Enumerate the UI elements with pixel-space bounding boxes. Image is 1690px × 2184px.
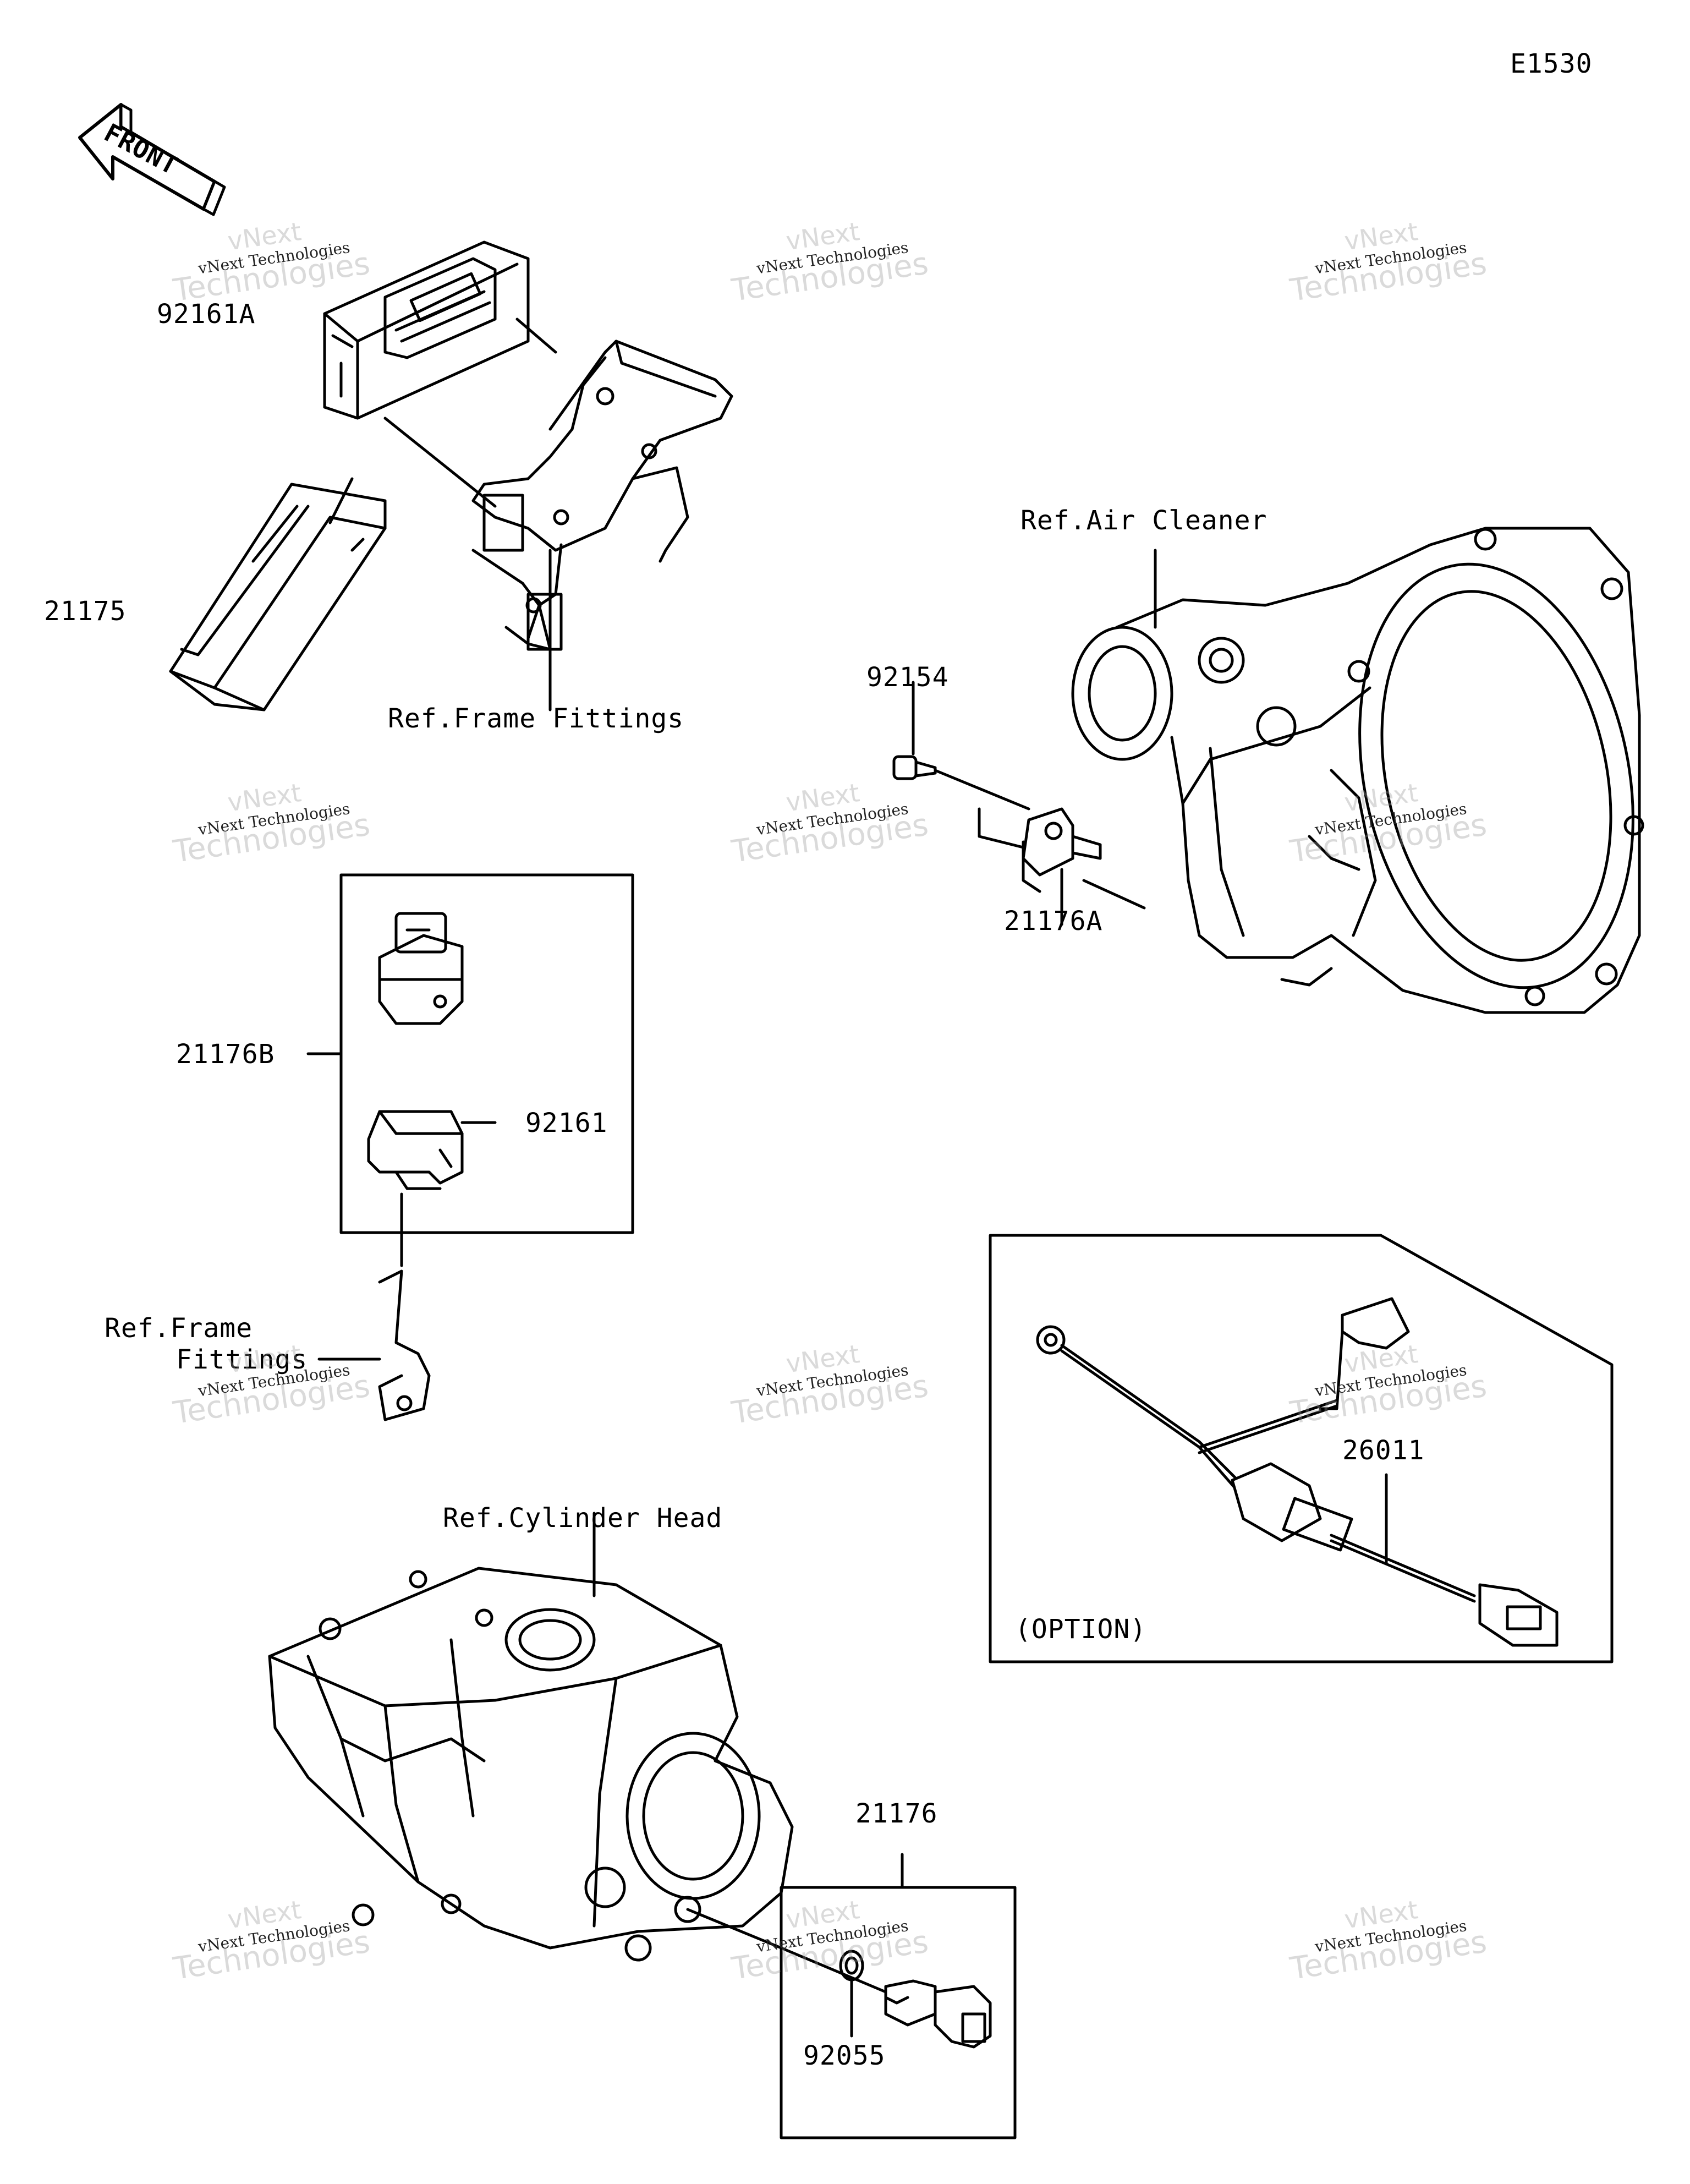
part-label-21175: 21175 bbox=[44, 596, 127, 627]
part-label-92161a: 92161A bbox=[157, 299, 256, 330]
screw-92154 bbox=[892, 681, 1030, 811]
part-label-21176: 21176 bbox=[855, 1798, 938, 1829]
part-box-21176b bbox=[339, 873, 634, 1234]
front-arrow-icon bbox=[78, 103, 226, 216]
air-cleaner-housing bbox=[1071, 527, 1644, 1014]
ref-frame-fittings-top-label: Ref.Frame Fittings bbox=[388, 703, 684, 734]
ref-cylinder-head-label: Ref.Cylinder Head bbox=[443, 1503, 723, 1534]
frame-fitting-tab bbox=[317, 1231, 431, 1421]
wiring-harness bbox=[1036, 1297, 1559, 1647]
ref-frame-label-line1: Ref.Frame bbox=[105, 1313, 253, 1344]
cylinder-head bbox=[268, 1512, 794, 1962]
water-temp-sensor bbox=[884, 1979, 992, 2049]
connector-cap bbox=[378, 912, 464, 1025]
ecu-rubber-cover bbox=[169, 483, 387, 711]
part-box-26011 bbox=[989, 1234, 1614, 1663]
intake-air-temp-sensor bbox=[978, 807, 1146, 926]
part-label-92055: 92055 bbox=[803, 2040, 886, 2071]
part-label-21176b: 21176B bbox=[176, 1039, 275, 1070]
frame-bracket-top bbox=[471, 340, 733, 711]
ref-air-cleaner-label: Ref.Air Cleaner bbox=[1020, 505, 1268, 536]
washer-92055 bbox=[839, 1950, 864, 2038]
diagram-code: E1530 bbox=[1510, 48, 1593, 79]
option-label: (OPTION) bbox=[1015, 1614, 1147, 1645]
ecu-unit bbox=[323, 240, 530, 420]
part-label-26011: 26011 bbox=[1342, 1435, 1425, 1466]
part-label-92161: 92161 bbox=[525, 1108, 608, 1138]
ref-frame-label-line2: Fittings bbox=[176, 1344, 308, 1375]
part-label-21176a: 21176A bbox=[1004, 906, 1103, 937]
part-label-92154: 92154 bbox=[866, 662, 949, 693]
part-box-21176 bbox=[780, 1886, 1017, 2139]
connector-socket-92161 bbox=[367, 1110, 464, 1234]
